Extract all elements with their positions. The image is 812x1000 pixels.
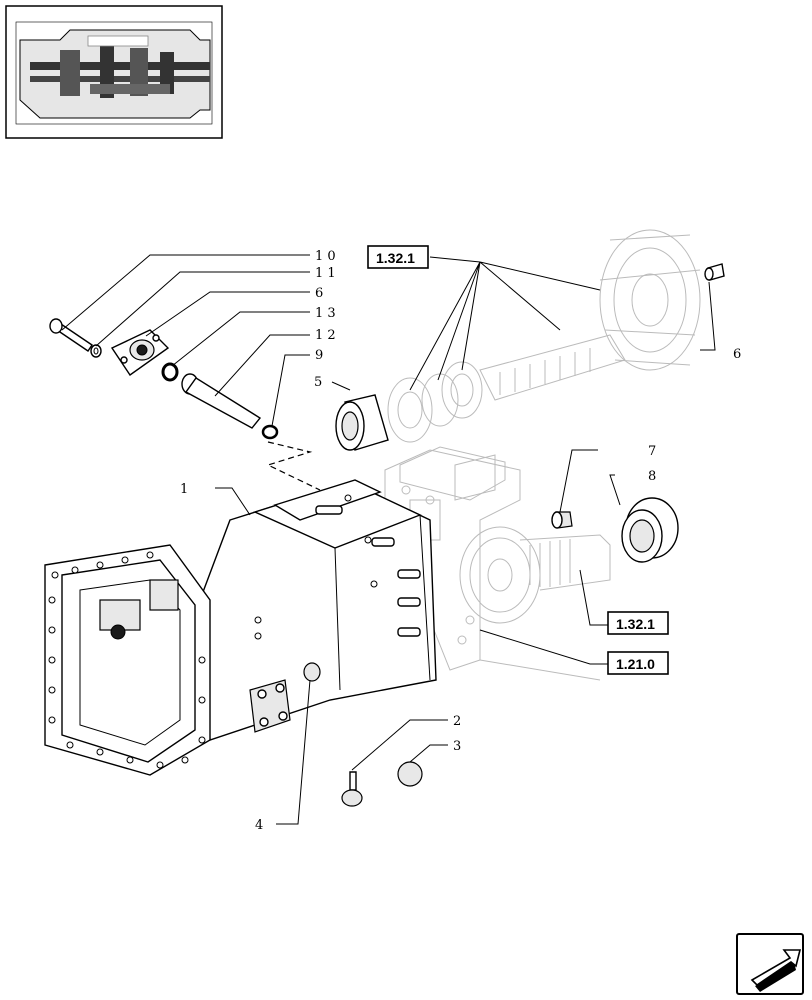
tube-12 xyxy=(181,373,262,429)
callout-7: 7 xyxy=(648,444,656,459)
callout-11: 1 1 xyxy=(315,266,336,281)
callout-10: 1 0 xyxy=(315,249,336,264)
ref-box-1-32-1-top[interactable]: 1.32.1 xyxy=(367,245,429,269)
svg-text:1.32.1: 1.32.1 xyxy=(376,250,415,266)
bushing-7 xyxy=(551,511,573,529)
pin-6 xyxy=(704,263,725,281)
callout-9: 9 xyxy=(315,348,323,363)
ghost-spur-gear-shaft xyxy=(459,526,611,624)
callout-12: 1 2 xyxy=(315,328,336,343)
ref-box-1-21-0[interactable]: 1.21.0 xyxy=(607,651,669,675)
callout-6-flange: 6 xyxy=(315,286,323,301)
leader-lines xyxy=(61,254,716,825)
sleeve-5 xyxy=(335,394,389,451)
washer-11 xyxy=(90,344,102,358)
callout-2: 2 xyxy=(453,714,461,729)
transmission-section-thumbnail xyxy=(5,5,223,139)
o-ring-13 xyxy=(161,362,179,382)
ref-box-1-32-1-right[interactable]: 1.32.1 xyxy=(607,611,669,635)
breather-2 xyxy=(341,771,363,807)
assembly-dashed-line xyxy=(266,441,321,491)
callout-13: 1 3 xyxy=(315,306,336,321)
callout-6-pin: 6 xyxy=(733,347,741,362)
circlip-9 xyxy=(261,424,279,440)
callout-8: 8 xyxy=(648,469,656,484)
bolt-10 xyxy=(49,318,93,352)
callout-5: 5 xyxy=(314,375,322,390)
cap-3 xyxy=(397,761,423,787)
callout-3: 3 xyxy=(453,739,461,754)
svg-text:1.32.1: 1.32.1 xyxy=(616,616,655,632)
callout-1: 1 xyxy=(180,482,188,497)
svg-text:1.21.0: 1.21.0 xyxy=(616,656,655,672)
next-page-arrow-icon[interactable] xyxy=(736,933,804,995)
flange-6 xyxy=(110,329,170,376)
ring-8 xyxy=(621,497,679,563)
callout-4: 4 xyxy=(255,818,263,833)
transmission-housing xyxy=(44,479,437,776)
ghost-pinion-shaft xyxy=(387,229,701,443)
